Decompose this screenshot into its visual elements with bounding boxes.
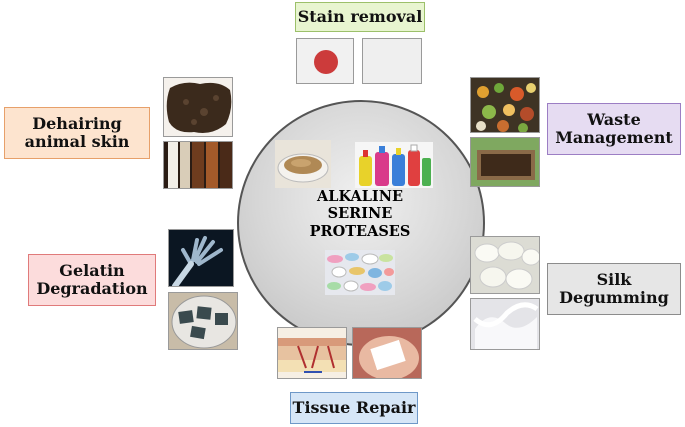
- gelatin-film-image: [168, 292, 238, 350]
- gelatin-degradation-label: Gelatin Degradation: [28, 254, 156, 306]
- dehairing-label: Dehairing animal skin: [4, 107, 150, 159]
- animal-hide-image: [163, 77, 233, 137]
- skin-layers-image: [277, 327, 347, 379]
- silk-degumming-label: Silk Degumming: [547, 263, 681, 315]
- pills-image: [325, 250, 395, 295]
- enzyme-powder-image: [275, 140, 331, 188]
- clean-cloth-image: [362, 38, 422, 84]
- waste-management-label: Waste Management: [547, 103, 681, 155]
- food-waste-image: [470, 77, 540, 133]
- leather-rolls-image: [163, 141, 233, 189]
- wound-dressing-image: [352, 327, 422, 379]
- xray-image: [168, 229, 234, 287]
- compost-bed-image: [470, 137, 540, 187]
- silk-cocoons-image: [470, 236, 540, 294]
- silk-fiber-image: [470, 298, 540, 350]
- stained-cloth-image: [296, 38, 354, 84]
- stain-removal-label: Stain removal: [295, 2, 425, 32]
- center-title: ALKALINE SERINE PROTEASES: [309, 188, 411, 240]
- detergent-bottles-image: [355, 142, 433, 188]
- tissue-repair-label: Tissue Repair: [290, 392, 418, 424]
